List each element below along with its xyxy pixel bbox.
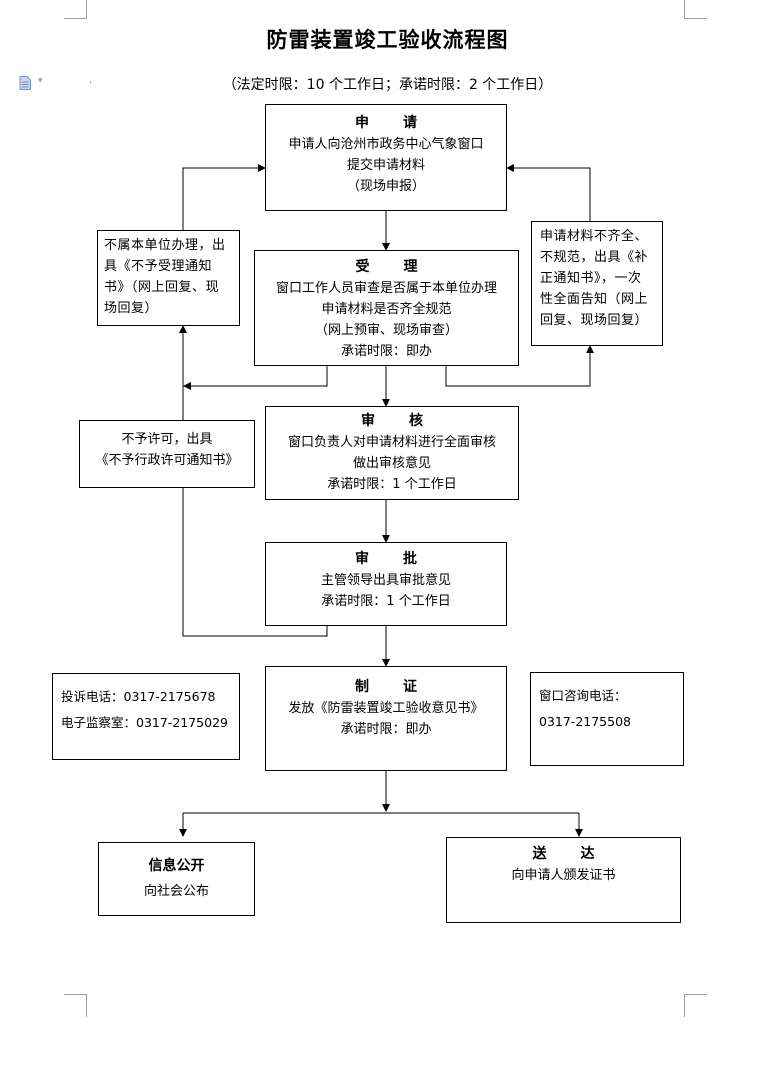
step-accept-line: 窗口工作人员审查是否属于本单位办理	[275, 281, 497, 296]
deliver-line: 向申请人颁发证书	[511, 868, 616, 883]
arrow-incomplete-to-apply	[506, 164, 591, 221]
step-apply-box: 申 请 申请人向沧州市政务中心气象窗口 提交申请材料 （现场申报）	[265, 104, 507, 211]
line-accept-to-left-branch	[183, 366, 328, 390]
step-review-heading: 审 核	[361, 413, 433, 429]
page-subtitle: （法定时限：10 个工作日；承诺时限：2 个工作日）	[222, 77, 553, 93]
refuse-box: 不予许可，出具 《不予行政许可通知书》	[79, 420, 255, 488]
complaint-phone: 投诉电话：0317-2175678	[61, 689, 216, 704]
refuse-line: 不予许可，出具	[121, 432, 213, 447]
step-review-line: 做出审核意见	[352, 456, 431, 471]
not-ours-line: 场回复）	[104, 301, 159, 316]
publish-box: 信息公开 向社会公布	[98, 842, 255, 916]
consult-phone: 0317-2175508	[539, 714, 631, 729]
margin-dot: ·	[89, 78, 93, 89]
step-accept-line: 申请材料是否齐全规范	[321, 302, 452, 317]
publish-line: 向社会公布	[143, 884, 209, 899]
incomplete-line: 不规范，出具《补	[540, 250, 649, 265]
step-review-line: 承诺时限：1 个工作日	[327, 477, 457, 492]
deliver-heading: 送 达	[532, 846, 605, 862]
arrow-not-ours-to-apply	[182, 164, 266, 230]
step-review-line: 窗口负责人对申请材料进行全面审核	[287, 435, 496, 450]
step-approve-heading: 审 批	[355, 551, 427, 567]
incomplete-line: 性全面告知（网上	[540, 292, 649, 307]
incomplete-line: 正通知书》，一次	[540, 271, 642, 286]
step-apply-line: 提交申请材料	[346, 158, 425, 173]
arrow-accept-to-incomplete	[445, 345, 594, 387]
corner-mark-top-right	[684, 0, 707, 19]
deliver-box: 送 达 向申请人颁发证书	[446, 837, 681, 923]
step-approve-box: 审 批 主管领导出具审批意见 承诺时限：1 个工作日	[265, 542, 507, 626]
incomplete-box: 申请材料不齐全、 不规范，出具《补 正通知书》，一次 性全面告知（网上 回复、现…	[531, 221, 663, 346]
refuse-line: 《不予行政许可通知书》	[95, 453, 239, 468]
step-issue-line: 发放《防雷装置竣工验收意见书》	[288, 701, 484, 716]
step-issue-line: 承诺时限：即办	[340, 722, 432, 737]
publish-heading: 信息公开	[148, 858, 205, 874]
document-icon[interactable]	[19, 76, 31, 90]
step-apply-heading: 申 请	[355, 115, 427, 131]
corner-mark-bottom-right	[684, 994, 707, 1017]
step-approve-line: 主管领导出具审批意见	[320, 573, 451, 588]
consult-label: 窗口咨询电话：	[539, 688, 627, 703]
not-ours-box: 不属本单位办理，出 具《不予受理通知 书》（网上回复、现 场回复）	[97, 230, 240, 326]
step-approve-line: 承诺时限：1 个工作日	[321, 594, 451, 609]
step-accept-line: （网上预审、现场审查）	[314, 323, 458, 338]
step-issue-heading: 制 证	[355, 679, 427, 695]
page-title: 防雷装置竣工验收流程图	[266, 28, 509, 52]
incomplete-line: 申请材料不齐全、	[540, 229, 649, 244]
not-ours-line: 不属本单位办理，出	[104, 238, 226, 253]
line-approve-to-refuse	[182, 488, 328, 637]
step-apply-line: 申请人向沧州市政务中心气象窗口	[288, 137, 484, 152]
not-ours-line: 具《不予受理通知	[104, 259, 213, 274]
step-issue-box: 制 证 发放《防雷装置竣工验收意见书》 承诺时限：即办	[265, 666, 507, 771]
supervision-phone: 电子监察室：0317-2175029	[61, 715, 228, 730]
step-accept-box: 受 理 窗口工作人员审查是否属于本单位办理 申请材料是否齐全规范 （网上预审、现…	[254, 250, 519, 366]
step-accept-line: 承诺时限：即办	[340, 344, 432, 359]
step-apply-line: （现场申报）	[346, 179, 425, 194]
step-review-box: 审 核 窗口负责人对申请材料进行全面审核 做出审核意见 承诺时限：1 个工作日	[265, 406, 519, 500]
incomplete-line: 回复、现场回复）	[540, 313, 649, 328]
complaint-box: 投诉电话：0317-2175678 电子监察室：0317-2175029	[52, 673, 240, 760]
corner-mark-top-left	[64, 0, 87, 19]
not-ours-line: 书》（网上回复、现	[104, 280, 220, 295]
step-accept-heading: 受 理	[355, 259, 428, 275]
consult-box: 窗口咨询电话： 0317-2175508	[530, 672, 684, 766]
corner-mark-bottom-left	[64, 994, 87, 1017]
dropdown-caret-icon[interactable]: ▾	[38, 76, 43, 86]
